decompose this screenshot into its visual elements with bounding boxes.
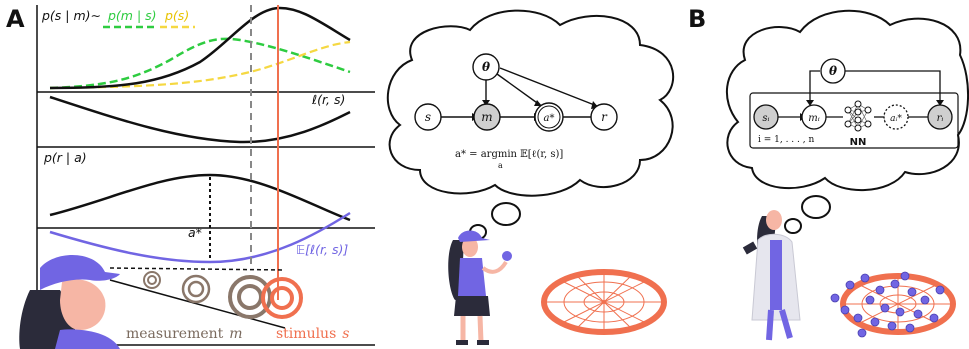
prior-curve [49,40,351,90]
plot-stack: p(s | m)∼ p(m | s) p(s) ℓ(r, s) p(r | a)… [36,5,375,346]
observer-cap [40,254,120,290]
scientist-leg-right [779,309,793,339]
scatter-balls [830,271,945,338]
posterior-curve [49,6,351,90]
node-a-label: a* [544,113,555,124]
plate-label: i = 1, . . . , n [758,135,814,145]
node-s-b-label: sᵢ [762,113,769,124]
node-theta [472,53,500,81]
response-label: p(r | a) [43,150,87,165]
likelihood-curve [49,37,351,90]
node-a-inner [537,105,561,129]
likelihood-label: p(m | s) [107,8,157,23]
node-m [473,103,501,131]
prior-label: p(s) [164,8,189,23]
node-theta-b-label: θ [829,64,837,78]
edge-theta-a [496,73,541,106]
decision-equation: a* = argmin 𝔼[ℓ(r, s)] [455,149,563,160]
node-s-label: s [425,110,431,124]
player-illustration [448,230,512,345]
response-curve [49,173,351,222]
node-theta-label: θ [482,60,490,74]
observer-shirt [55,329,120,349]
player-leg-right [477,315,484,343]
decision-equation-sub: a [498,161,503,170]
view-line-top [109,267,286,271]
thought-cloud-b [725,9,969,234]
player-face [462,237,478,257]
graphical-model-b: i = 1, . . . , n θ sᵢ mᵢ [749,58,959,149]
node-theta-b [820,58,846,84]
nn-label: NN [850,137,867,148]
stimulus-target [261,277,303,319]
target-a [541,269,667,335]
node-s [414,103,442,131]
node-r-b [927,104,953,130]
action-label: a* [188,225,202,240]
ball [502,251,512,261]
node-r-b-label: rᵢ [937,113,944,124]
scientist-face [766,210,782,230]
node-m-b [801,104,827,130]
loss-curve [49,95,351,144]
graphical-model-a: θ s m a* r a* = argmin 𝔼[ℓ(r, s)] a [414,53,618,170]
player-skirt [454,296,490,316]
panel-letter-a: A [6,5,25,33]
scientist-shirt [770,240,782,310]
panel-letter-b: B [688,5,706,33]
view-line-bottom [109,279,286,329]
expected-loss-label: 𝔼[ℓ(r, s)] [296,242,348,257]
target-b [830,271,956,338]
observer-face [60,279,106,330]
node-m-label: m [481,110,492,124]
player-shoe-right [477,340,489,345]
scientist-illustration [742,210,801,341]
thought-cloud-a [386,9,674,240]
node-r [590,103,618,131]
node-s-b [753,104,779,130]
loss-label: ℓ(r, s) [311,92,345,107]
node-a-b [883,104,909,130]
node-a-b-label: aᵢ* [890,114,902,124]
node-r-label: r [601,110,608,124]
player-arm [481,260,508,274]
posterior-label: p(s | m)∼ [41,8,101,23]
player-shoe-left [456,340,468,345]
measurement-targets [143,271,272,319]
player-shirt [458,258,486,296]
edge-theta-r [499,67,598,107]
neural-network-icon [844,100,872,132]
scientist-tablet [742,241,758,255]
node-a [534,102,564,132]
scientist-leg-left [766,309,774,341]
expected-loss-curve [49,211,351,264]
plate [749,92,959,149]
node-m-b-label: mᵢ [808,113,820,124]
player-cap [458,230,490,242]
